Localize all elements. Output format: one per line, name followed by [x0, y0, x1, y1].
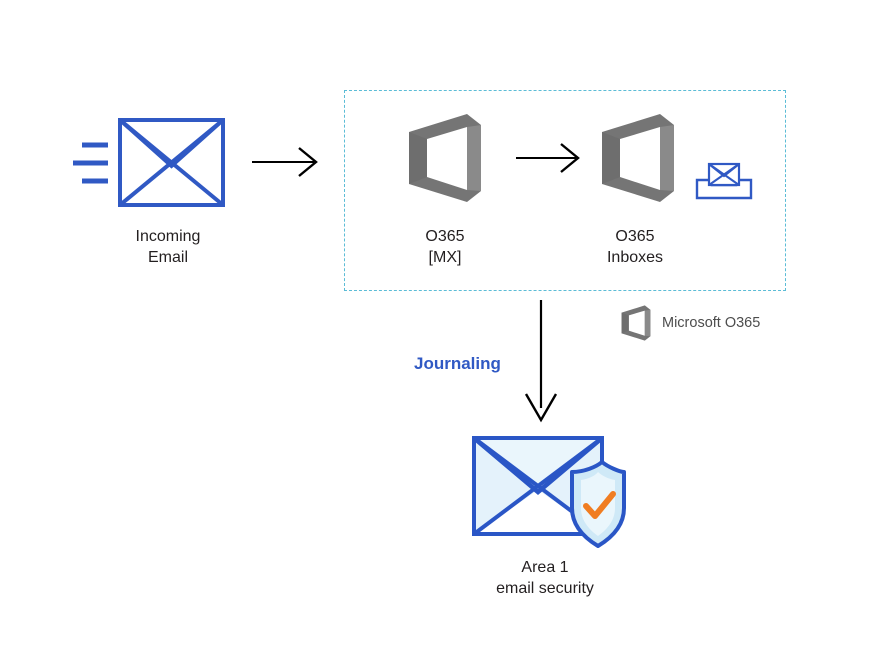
shielded-envelope-icon [472, 436, 626, 548]
arrow-incoming-to-o365 [252, 142, 324, 187]
office-365-icon [409, 114, 481, 202]
area1-email-security-label: Area 1 email security [496, 559, 594, 597]
incoming-email-label: Incoming Email [135, 228, 201, 266]
legend-label: Microsoft O365 [662, 315, 761, 331]
incoming-email-node [70, 115, 270, 215]
office-365-icon [602, 114, 674, 202]
arrow-mx-to-inboxes [516, 138, 586, 183]
o365-region-boundary [344, 90, 786, 291]
o365-inboxes-icon [598, 112, 678, 209]
journaling-label: Journaling [414, 354, 501, 373]
arrow-journaling [520, 298, 564, 429]
legend-microsoft-o365: Microsoft O365 [620, 302, 760, 344]
area1-email-security-icon [468, 432, 628, 555]
o365-mx-icon [405, 112, 485, 209]
o365-inboxes-label: O365 Inboxes [606, 228, 664, 266]
o365-mx-label: O365 [MX] [425, 228, 465, 266]
office-365-icon [621, 305, 651, 341]
envelope-icon [73, 118, 225, 207]
inbox-tray-icon [694, 158, 754, 207]
